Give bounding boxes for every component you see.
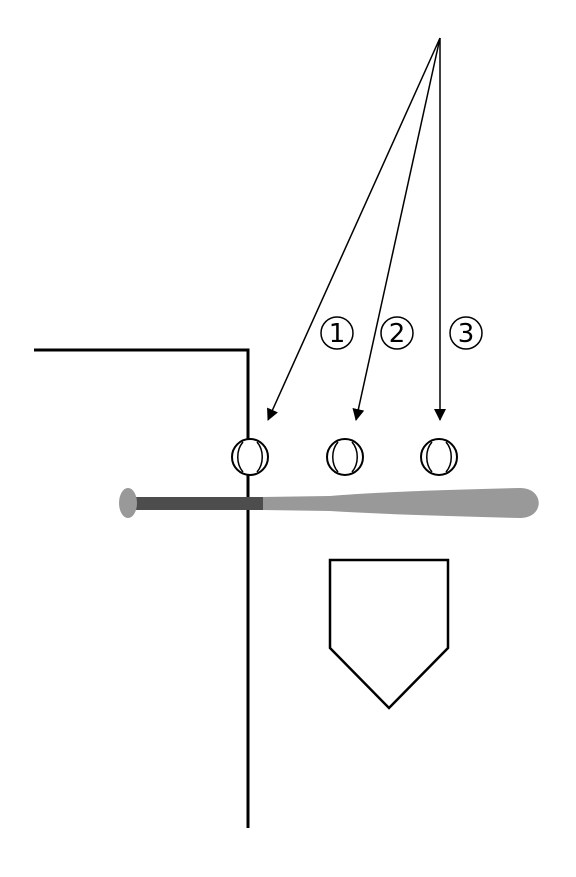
batters-box-line <box>34 348 250 828</box>
trajectory-1-arrow <box>267 37 441 421</box>
baseball-2 <box>326 438 364 476</box>
trajectory-label-3-text: 3 <box>458 319 475 349</box>
baseball-3 <box>420 438 458 476</box>
trajectory-label-1: 1 <box>320 316 354 350</box>
trajectories <box>267 37 446 421</box>
bat-handle <box>136 497 263 510</box>
bat-knob <box>119 488 137 518</box>
baseball-1 <box>231 438 269 476</box>
bat <box>119 488 539 518</box>
trajectory-label-2: 2 <box>380 316 414 350</box>
trajectory-label-3: 3 <box>449 316 483 350</box>
home-plate <box>328 558 450 710</box>
trajectory-label-1-text: 1 <box>329 319 346 349</box>
trajectory-2-arrow <box>352 37 441 421</box>
trajectory-label-2-text: 2 <box>389 319 406 349</box>
bat-barrel <box>262 488 539 518</box>
